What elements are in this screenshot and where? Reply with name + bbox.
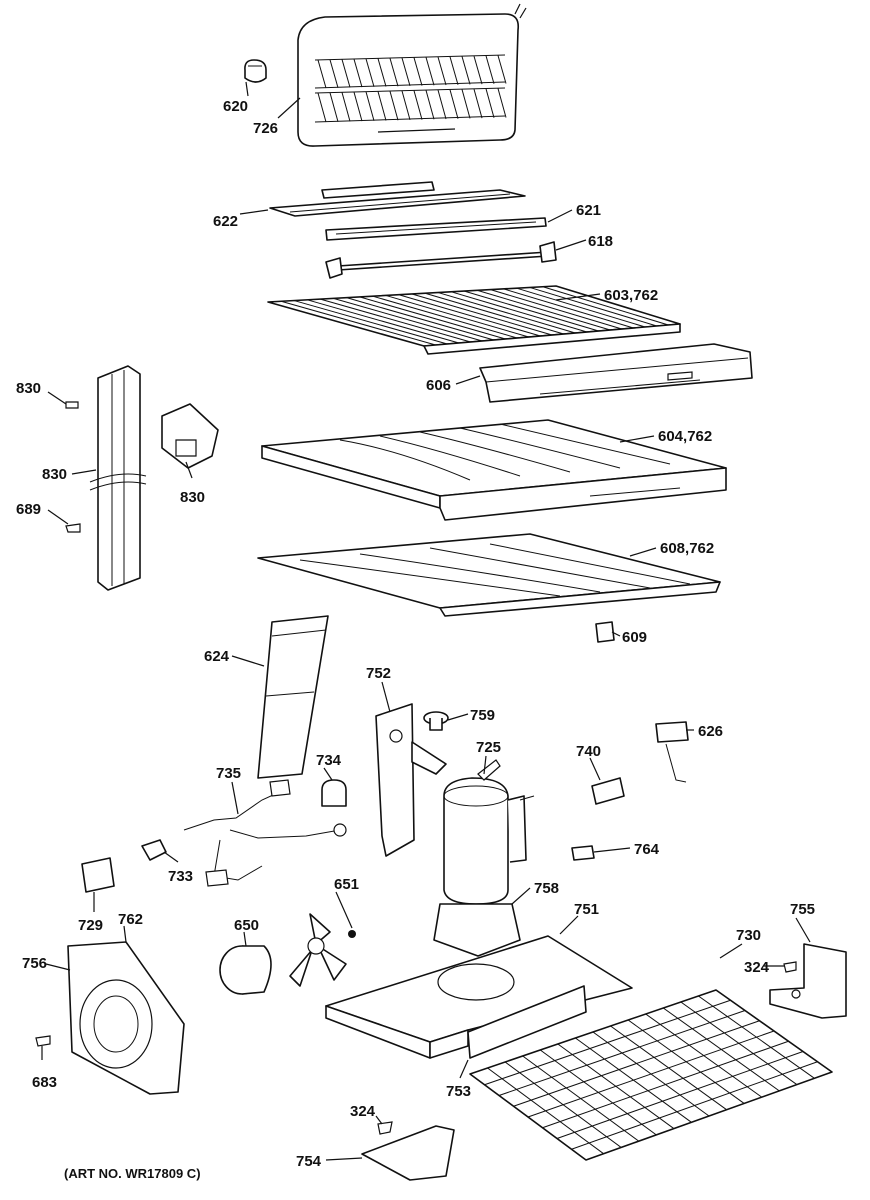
thermostat-830	[161, 403, 219, 469]
label-609: 609	[622, 629, 647, 646]
screw-683	[35, 1035, 51, 1047]
clip-609	[595, 621, 615, 643]
condenser-730	[469, 989, 833, 1161]
clip-764	[571, 845, 595, 861]
channel-830	[89, 365, 147, 591]
label-689: 689	[16, 501, 41, 518]
label-650: 650	[234, 917, 259, 934]
art-number: (ART NO. WR17809 C)	[64, 1166, 201, 1181]
fan-651	[289, 913, 356, 987]
mount-758	[433, 903, 521, 957]
compressor-725	[443, 759, 535, 905]
label-830-thermostat: 830	[180, 489, 205, 506]
shroud-756	[67, 941, 185, 1095]
label-740: 740	[576, 743, 601, 760]
label-830-channel: 830	[42, 466, 67, 483]
pan-606	[479, 343, 753, 403]
label-608-762: 608,762	[660, 540, 714, 557]
grommet-759	[423, 711, 449, 731]
duct-624	[257, 615, 329, 779]
leader-lines	[41, 81, 811, 1161]
label-618: 618	[588, 233, 613, 250]
motor-650	[219, 945, 272, 995]
label-735: 735	[216, 765, 241, 782]
label-762: 762	[118, 911, 143, 928]
label-830-screw: 830	[16, 380, 41, 397]
harness-735	[183, 779, 347, 887]
label-752: 752	[366, 665, 391, 682]
label-756: 756	[22, 955, 47, 972]
label-726: 726	[253, 120, 278, 137]
label-324-upper: 324	[744, 959, 770, 976]
relay-626	[655, 721, 689, 783]
screw-689	[65, 523, 81, 533]
rail-621	[325, 217, 547, 241]
label-733: 733	[168, 868, 193, 885]
label-620: 620	[223, 98, 248, 115]
cover-622	[269, 181, 526, 217]
shelf-603	[267, 285, 681, 355]
strap-753	[467, 985, 587, 1059]
label-755: 755	[790, 901, 815, 918]
label-730: 730	[736, 927, 761, 944]
label-754: 754	[296, 1153, 322, 1170]
label-683: 683	[32, 1074, 57, 1091]
tray-608	[257, 533, 721, 617]
label-604-762: 604,762	[658, 428, 712, 445]
label-606: 606	[426, 377, 451, 394]
screw-324-lower	[377, 1121, 393, 1135]
label-764: 764	[634, 841, 660, 858]
label-626: 626	[698, 723, 723, 740]
overload-734	[321, 779, 347, 807]
clip-620	[244, 59, 267, 83]
bracket-755	[769, 943, 847, 1019]
bracket-752	[375, 703, 447, 857]
capacitor-733	[141, 839, 167, 861]
base-751	[325, 935, 633, 1059]
label-753: 753	[446, 1083, 471, 1100]
label-622: 622	[213, 213, 238, 230]
label-651: 651	[334, 876, 359, 893]
part-labels: 620 726 622 621 618 603,762 606 830 830 …	[16, 98, 815, 1181]
screw-324-upper	[783, 961, 797, 973]
label-621: 621	[576, 202, 601, 219]
label-624: 624	[204, 648, 230, 665]
bracket-754	[361, 1125, 455, 1181]
label-729: 729	[78, 917, 103, 934]
label-725: 725	[476, 739, 501, 756]
box-729	[81, 857, 115, 893]
label-324-lower: 324	[350, 1103, 376, 1120]
tray-604	[261, 419, 727, 521]
label-758: 758	[534, 880, 559, 897]
label-734: 734	[316, 752, 342, 769]
label-759: 759	[470, 707, 495, 724]
clamp-740	[591, 777, 625, 805]
rod-618	[325, 241, 557, 279]
label-751: 751	[574, 901, 599, 918]
evaporator-726	[297, 3, 527, 147]
label-603-762: 603,762	[604, 287, 658, 304]
screw-830	[65, 401, 79, 409]
